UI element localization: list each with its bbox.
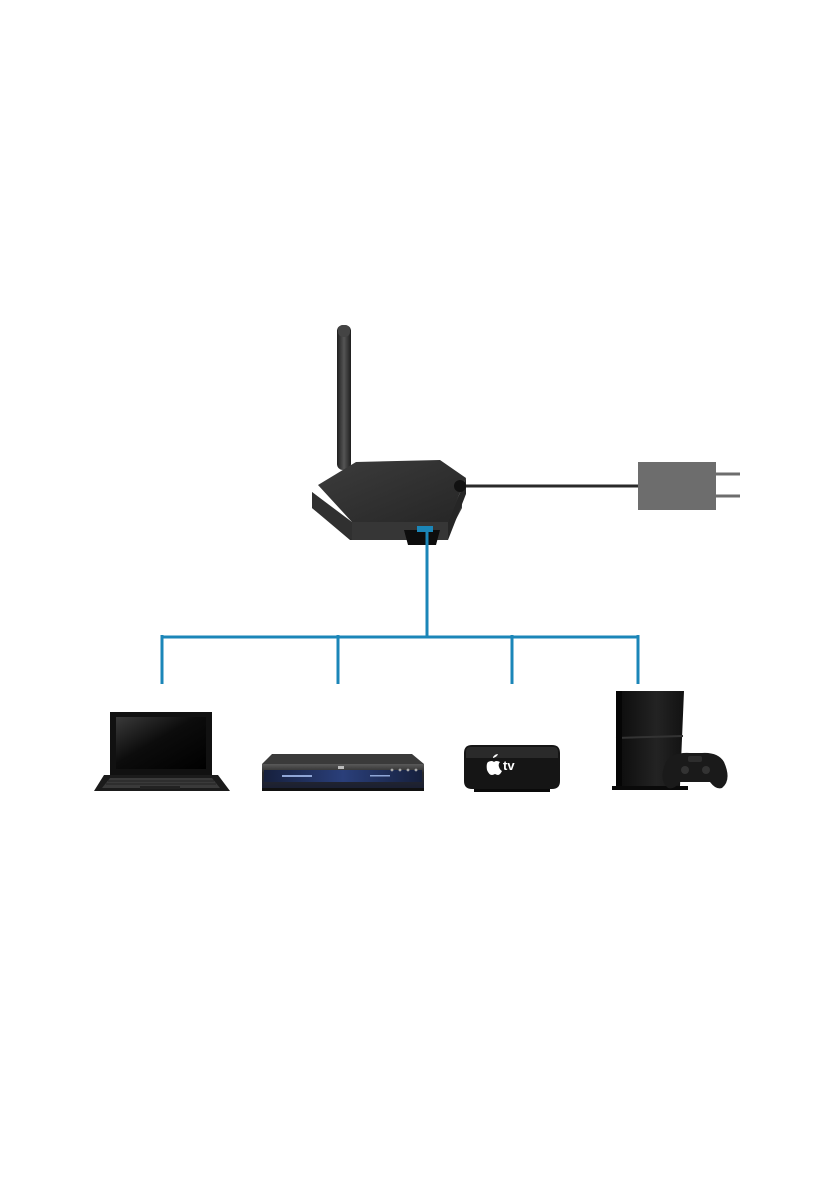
hdmi-connection-lines [162, 530, 638, 684]
power-adapter-icon [638, 462, 740, 510]
wireless-hdmi-receiver-icon [312, 325, 466, 545]
apple-tv-logo-text: tv [503, 758, 515, 773]
blu-ray-player-icon [262, 754, 424, 791]
apple-tv-icon: tv [464, 745, 560, 792]
game-controller-icon [662, 753, 727, 788]
laptop-icon [94, 712, 230, 791]
